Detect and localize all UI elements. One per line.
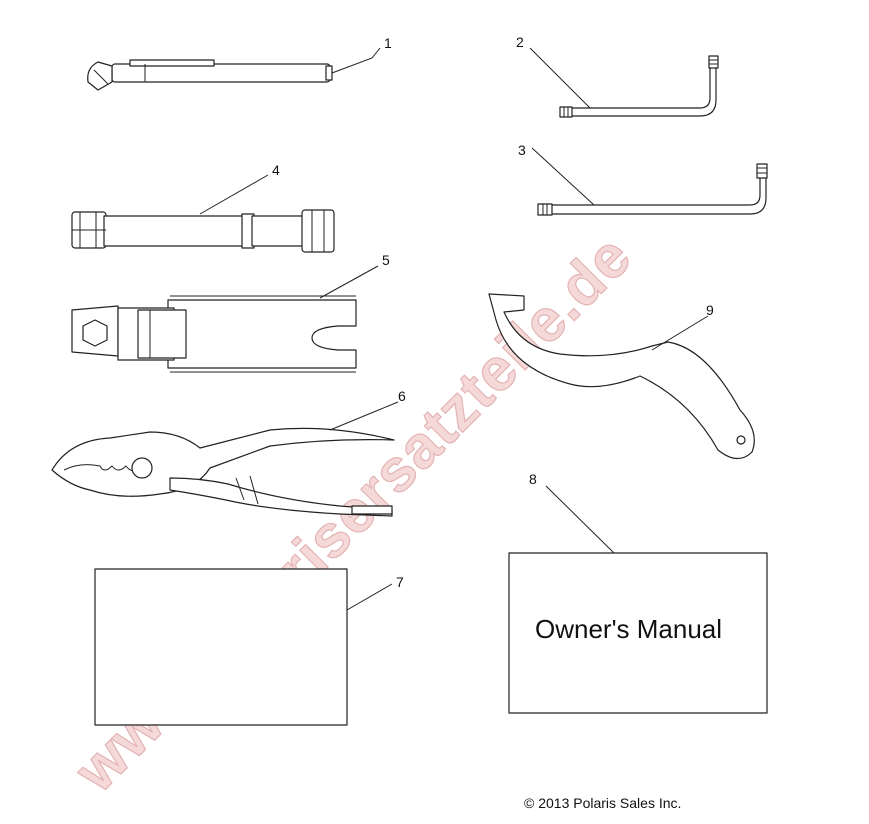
owners-manual-part-8	[508, 552, 768, 714]
callout-4: 4	[272, 162, 280, 178]
callout-7: 7	[396, 574, 404, 590]
callout-1: 1	[384, 35, 392, 51]
wrench-part-5	[71, 295, 357, 373]
callout-3: 3	[518, 142, 526, 158]
callout-6: 6	[398, 388, 406, 404]
document-part-7	[94, 568, 348, 726]
callout-5: 5	[382, 252, 390, 268]
copyright-text: © 2013 Polaris Sales Inc.	[524, 795, 681, 811]
owners-manual-title: Owner's Manual	[535, 614, 722, 644]
hex-key-part-2	[559, 55, 719, 118]
tire-gauge-part-1	[87, 59, 333, 91]
callout-9: 9	[706, 302, 714, 318]
hex-key-part-3	[537, 163, 768, 216]
callout-8: 8	[529, 471, 537, 487]
spark-plug-socket-part-4	[71, 209, 335, 253]
spanner-wrench-part-9	[488, 293, 755, 460]
pliers-part-6	[51, 427, 395, 517]
callout-2: 2	[516, 34, 524, 50]
